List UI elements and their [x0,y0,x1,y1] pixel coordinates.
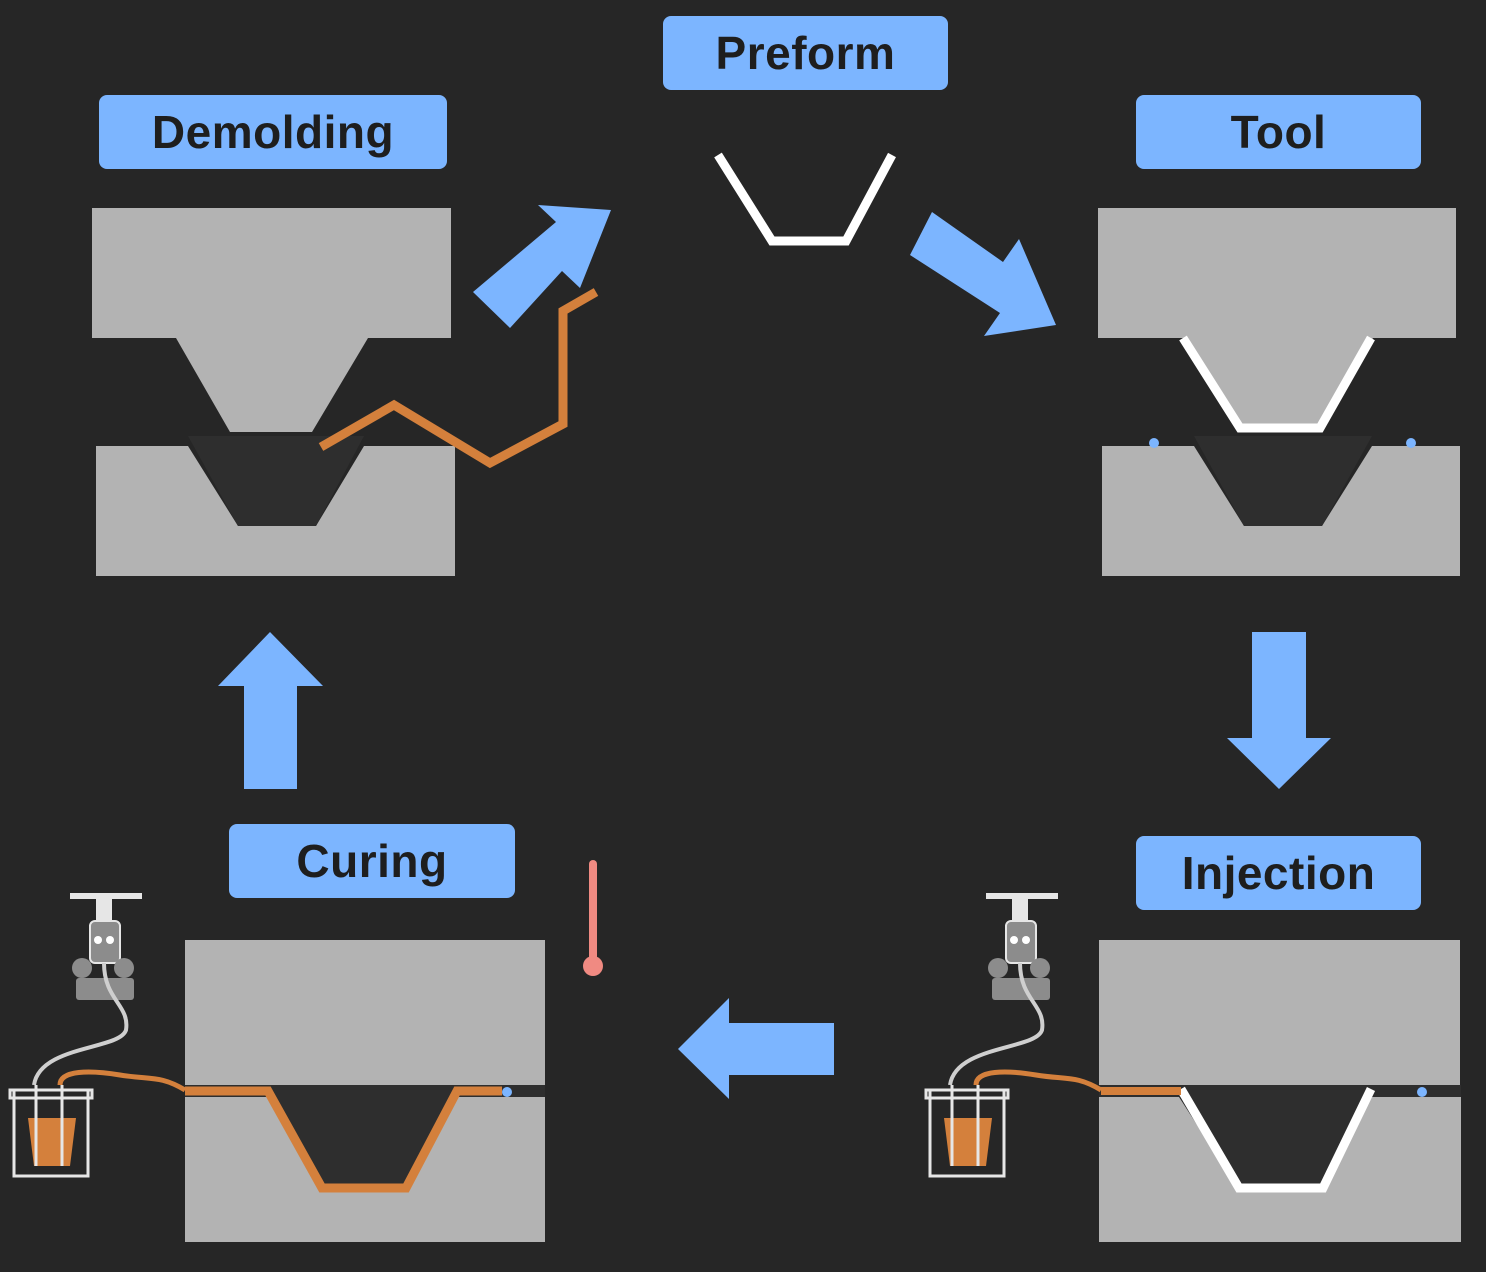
vacuum-line [32,962,129,1086]
resin-container-icon [924,1085,1010,1178]
curing-mold [185,940,545,1242]
curing-resin-part [185,1086,502,1193]
tool-vent-dot-left [1149,438,1159,448]
thermometer-icon [583,860,603,976]
resin-feed-line [57,1069,187,1093]
resin-feed-line [973,1069,1103,1093]
arrow-icon [1227,632,1331,789]
tool-mold [1098,208,1460,576]
tool-vent-dot-right [1406,438,1416,448]
injection-preform-fiber [1177,1086,1376,1193]
preform-label: Preform [663,16,948,90]
demolding-mold [92,208,599,576]
injection-lower-mold [1099,1097,1461,1242]
tool-preform-fiber [1179,335,1375,433]
resin-container-icon [8,1085,94,1178]
resin-pump-icon [70,893,142,1000]
tool-lower-mold [1102,446,1460,576]
demolding-lower-mold [96,446,455,576]
arrow-icon [218,632,323,789]
curing-upper-mold [185,940,545,1085]
tool-label: Tool [1136,95,1421,169]
injection-vent-dot [1417,1087,1427,1097]
tool-cavity [1194,436,1372,526]
arrow-icon [473,205,611,328]
preform-fiber [714,152,896,246]
tool-upper-mold [1098,208,1456,432]
curing-cavity [268,1089,455,1190]
arrow-icon [910,212,1056,336]
curing-label: Curing [229,824,515,898]
demolded-part [318,288,599,469]
demolding-label: Demolding [99,95,447,169]
arrow-icon [678,998,834,1099]
demolding-cavity [188,436,364,526]
demolding-upper-mold [92,208,451,432]
vacuum-line [948,962,1045,1086]
injection-upper-mold [1099,940,1460,1085]
curing-lower-mold [185,1097,545,1242]
injection-mold [1099,940,1461,1242]
curing-vent-dot [502,1087,512,1097]
injection-label: Injection [1136,836,1421,910]
